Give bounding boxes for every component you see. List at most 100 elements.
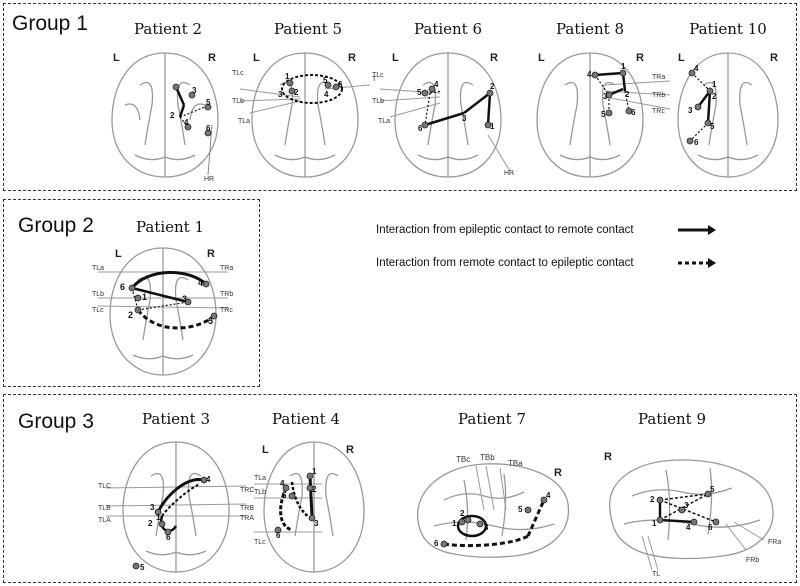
- right-side-label: R: [208, 52, 216, 64]
- electrode-TLc: TLc: [372, 72, 384, 79]
- brain-patient-5: 1 2 3 5 6 4 TLc TLb TLa T: [232, 52, 377, 178]
- electrode-TLB: TLB: [98, 505, 111, 512]
- contact-5: 5: [710, 485, 715, 494]
- brain-patient-8: 4 1 3 2 5 6 TRa TRb TRc: [536, 52, 671, 178]
- electrode-TRB: TRB: [240, 505, 254, 512]
- contact-5: 5: [208, 316, 213, 326]
- group-2-title: Group 2: [18, 214, 94, 237]
- legend-solid-label: Interaction from epileptic contact to re…: [376, 224, 634, 236]
- patient-3-title: Patient 3: [141, 410, 211, 428]
- contact-2: 2: [128, 310, 133, 320]
- group-1-title: Group 1: [12, 12, 88, 35]
- contact-4: 4: [324, 90, 329, 99]
- contact-3: 3: [182, 294, 187, 304]
- contact-6: 6: [276, 531, 281, 540]
- contact-6: 6: [418, 124, 423, 133]
- patient-9-title: Patient 9: [637, 410, 707, 428]
- contact-6: 6: [206, 124, 211, 133]
- electrode-TLb: TLb: [254, 489, 266, 496]
- electrode-TLb: TLb: [232, 98, 244, 105]
- contact-1: 1: [712, 80, 717, 89]
- patient-5-title: Patient 5: [273, 20, 343, 38]
- left-side-label: L: [392, 52, 399, 64]
- brain-patient-1: 6 1 2 3 4 5 TLa TLb TLc TRa TRb TRc: [92, 247, 233, 376]
- contact-1: 1: [452, 519, 457, 528]
- right-side-label: R: [490, 52, 498, 64]
- contact-2: 2: [712, 92, 717, 101]
- contact-3: 3: [484, 523, 489, 532]
- group-1-box: [3, 3, 797, 191]
- electrode-TRa: TRa: [652, 74, 665, 81]
- contact-3: 3: [314, 519, 319, 528]
- contact-2: 2: [294, 88, 299, 97]
- group-3-box: [3, 394, 797, 583]
- electrode-TLb: TLb: [92, 291, 104, 298]
- contact-2: 2: [312, 485, 317, 494]
- left-side-label: L: [253, 52, 260, 64]
- patient-10-title: Patient 10: [689, 20, 767, 38]
- contact-5: 5: [710, 122, 715, 131]
- contact-6: 6: [631, 108, 636, 117]
- patient-7-title: Patient 7: [457, 410, 527, 428]
- electrode-TBc: TBc: [456, 455, 470, 464]
- electrode-TRA: TRA: [240, 515, 254, 522]
- contact-6: 6: [166, 533, 171, 542]
- electrode-FRb: FRb: [746, 557, 759, 564]
- electrode-TLb: TLb: [372, 98, 384, 105]
- right-side-label: R: [346, 444, 354, 456]
- brain-patient-7: 1 2 3 4 5 6 TBc TBb TBa R: [417, 453, 570, 558]
- contact-4: 4: [686, 523, 691, 532]
- brain-patient-10: 4 1 2 3 5 6: [677, 52, 779, 178]
- contact-5: 5: [417, 88, 422, 97]
- contact-4: 4: [198, 278, 203, 288]
- left-side-label: L: [113, 52, 120, 64]
- contact-4: 4: [184, 118, 189, 127]
- contact-2: 2: [148, 519, 153, 528]
- contact-1: 1: [156, 513, 161, 522]
- contact-5: 5: [518, 505, 523, 514]
- contact-2: 2: [650, 495, 655, 504]
- contact-1: 1: [621, 62, 626, 71]
- electrode-TLa: TLa: [238, 118, 250, 125]
- right-side-label: R: [554, 467, 562, 479]
- electrode-TRC: TRC: [240, 487, 254, 494]
- patient-1-title: Patient 1: [135, 218, 205, 236]
- electrode-FRa: FRa: [768, 539, 781, 546]
- electrode-HR: HR: [204, 176, 214, 183]
- legend-solid-arrow: [678, 225, 716, 235]
- contact-6: 6: [120, 282, 125, 292]
- brain-patient-4: 1 2 4 5 3 6 TLa TLb TLc: [254, 441, 365, 573]
- contact-3: 3: [688, 106, 693, 115]
- contact-1: 1: [652, 519, 657, 528]
- contact-1: 1: [490, 122, 495, 131]
- contact-3: 3: [462, 114, 467, 123]
- contact-1: 1: [285, 72, 290, 81]
- electrode-TLC: TLC: [98, 483, 111, 490]
- brain-patient-3: 4 3 2 1 6 5 TLC TLB TLA TRC TRB TRA: [98, 441, 254, 573]
- patient-8-title: Patient 8: [555, 20, 625, 38]
- contact-5: 5: [206, 98, 211, 107]
- electrode-TLa: TLa: [254, 475, 266, 482]
- electrode-TRb: TRb: [220, 291, 233, 298]
- patient-2-title: Patient 2: [133, 20, 203, 38]
- patient-4-title: Patient 4: [271, 410, 341, 428]
- contact-6: 6: [694, 138, 699, 147]
- right-side-label: R: [636, 52, 644, 64]
- electrode-HR: HR: [504, 170, 514, 177]
- contact-5: 5: [601, 110, 606, 119]
- left-side-label: L: [262, 444, 269, 456]
- contact-3: 3: [192, 86, 197, 95]
- contact-6: 6: [434, 539, 439, 548]
- electrode-TRb: TRb: [652, 92, 665, 99]
- contact-2: 2: [490, 82, 495, 91]
- electrode-TLa: TLa: [378, 118, 390, 125]
- electrode-TBb: TBb: [480, 453, 495, 462]
- contact-4: 4: [546, 491, 551, 500]
- electrode-TRc: TRc: [652, 108, 665, 115]
- right-side-label: R: [770, 52, 778, 64]
- electrode-TLc: TLc: [92, 307, 104, 314]
- patient-6-title: Patient 6: [413, 20, 483, 38]
- legend-dashed-label: Interaction from remote contact to epile…: [376, 257, 634, 269]
- contact-4: 4: [206, 475, 211, 484]
- group-2-box: [3, 199, 260, 387]
